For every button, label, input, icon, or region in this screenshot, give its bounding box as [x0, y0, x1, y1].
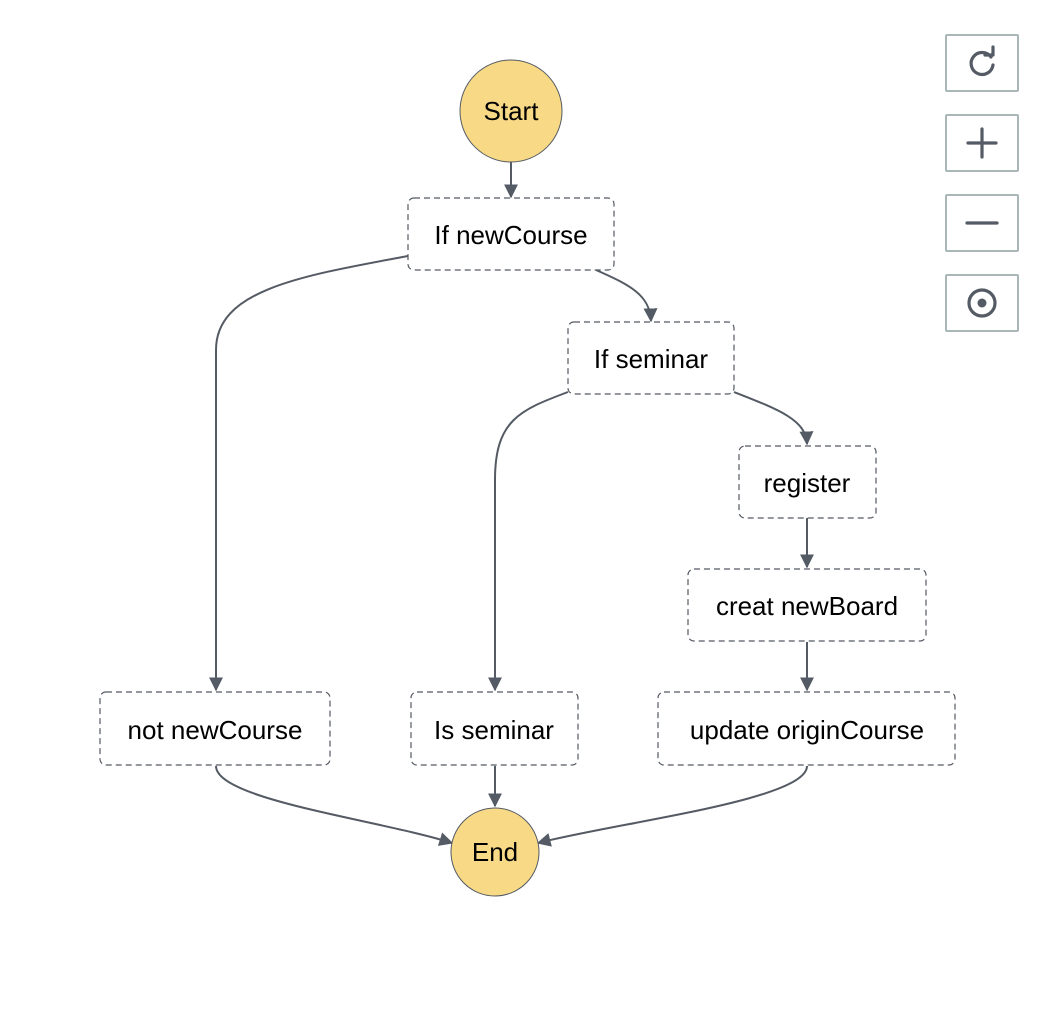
- node-update-origincourse[interactable]: update originCourse: [657, 691, 956, 766]
- is-seminar-box: [410, 691, 579, 766]
- if-newcourse-box: [407, 197, 615, 271]
- refresh-button[interactable]: [945, 34, 1019, 92]
- if-seminar-label: If seminar: [594, 344, 708, 374]
- node-is-seminar[interactable]: Is seminar: [410, 691, 579, 766]
- node-start[interactable]: Start: [459, 59, 563, 163]
- zoom-out-button[interactable]: [945, 194, 1019, 252]
- end-label: End: [472, 837, 518, 867]
- center-button[interactable]: [945, 274, 1019, 332]
- update-origincourse-box: [657, 691, 956, 766]
- edge-if-seminar-to-is-seminar: [488, 391, 569, 692]
- if-newcourse-label: If newCourse: [434, 220, 587, 250]
- creat-newboard-box: [687, 568, 927, 642]
- register-label: register: [764, 468, 851, 498]
- update-origincourse-label: update originCourse: [690, 715, 924, 745]
- refresh-icon: [969, 45, 995, 77]
- is-seminar-label: Is seminar: [434, 715, 554, 745]
- zoom-in-button[interactable]: [945, 114, 1019, 172]
- start-circle: [459, 59, 563, 163]
- not-newcourse-label: not newCourse: [128, 715, 303, 745]
- minus-icon: [965, 221, 999, 225]
- edge-if-newcourse-to-not-newcourse: [209, 255, 409, 692]
- not-newcourse-box: [99, 691, 331, 766]
- edge-if-newcourse-to-if-seminar: [595, 269, 658, 323]
- end-circle: [450, 807, 540, 897]
- plus-icon: [966, 127, 998, 159]
- node-if-newcourse[interactable]: If newCourse: [407, 197, 615, 271]
- register-box: [738, 445, 877, 519]
- edge-if-seminar-to-register: [733, 391, 814, 446]
- edge-update-origincourse-to-end: [536, 765, 808, 847]
- node-creat-newboard[interactable]: creat newBoard: [687, 568, 927, 642]
- target-icon: [967, 288, 997, 318]
- node-not-newcourse[interactable]: not newCourse: [99, 691, 331, 766]
- edge-not-newcourse-to-end: [215, 765, 454, 846]
- node-if-seminar[interactable]: If seminar: [567, 321, 735, 395]
- if-seminar-box: [567, 321, 735, 395]
- edges: [209, 162, 814, 847]
- node-register[interactable]: register: [738, 445, 877, 519]
- node-end[interactable]: End: [450, 807, 540, 897]
- start-label: Start: [484, 96, 540, 126]
- creat-newboard-label: creat newBoard: [716, 591, 898, 621]
